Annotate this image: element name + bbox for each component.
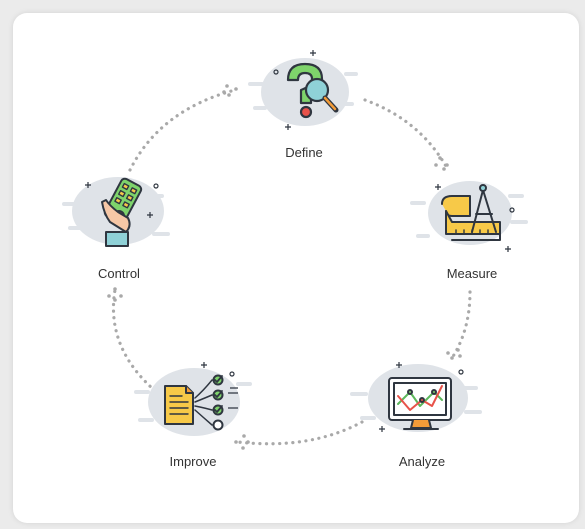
control-sparkles xyxy=(85,182,159,218)
define-sparkles xyxy=(273,50,316,130)
hand-remote-icon xyxy=(101,177,143,247)
step-label-measure: Measure xyxy=(447,266,498,281)
document-checklist-icon xyxy=(164,374,224,431)
monitor-chart-icon xyxy=(388,377,452,430)
analyze-speed-lines xyxy=(350,386,482,420)
step-label-control: Control xyxy=(98,266,140,281)
measure-speed-lines xyxy=(410,194,528,238)
arrow-tip-improve xyxy=(234,434,250,450)
arrow-analyze-to-improve xyxy=(236,420,364,446)
arrow-improve-to-control xyxy=(111,288,162,397)
improve-speed-lines xyxy=(134,382,252,422)
step-measure: Measure xyxy=(410,181,528,281)
arrow-define-to-measure xyxy=(363,98,449,170)
control-speed-lines xyxy=(62,194,170,236)
step-improve: Improve xyxy=(134,362,252,469)
step-label-analyze: Analyze xyxy=(399,454,445,469)
step-label-define: Define xyxy=(285,145,323,160)
tape-compass-icon xyxy=(441,184,501,241)
arrow-tip-define xyxy=(222,84,238,97)
measure-sparkles xyxy=(435,184,515,252)
arrow-tip-control xyxy=(107,287,123,302)
define-speed-lines xyxy=(248,72,358,110)
step-label-improve: Improve xyxy=(170,454,217,469)
arrow-tip-analyze xyxy=(446,348,462,360)
arrow-tips xyxy=(107,84,462,450)
question-magnifier-icon xyxy=(286,62,339,119)
step-control: Control xyxy=(62,177,170,281)
arrow-measure-to-analyze xyxy=(450,290,472,360)
analyze-sparkles xyxy=(379,362,464,432)
arrow-tip-measure xyxy=(434,156,449,171)
cycle-connectors xyxy=(111,88,472,446)
improve-sparkles xyxy=(201,362,238,409)
arrow-control-to-define xyxy=(128,88,237,172)
step-analyze: Analyze xyxy=(350,362,482,469)
step-define: Define xyxy=(248,50,358,160)
